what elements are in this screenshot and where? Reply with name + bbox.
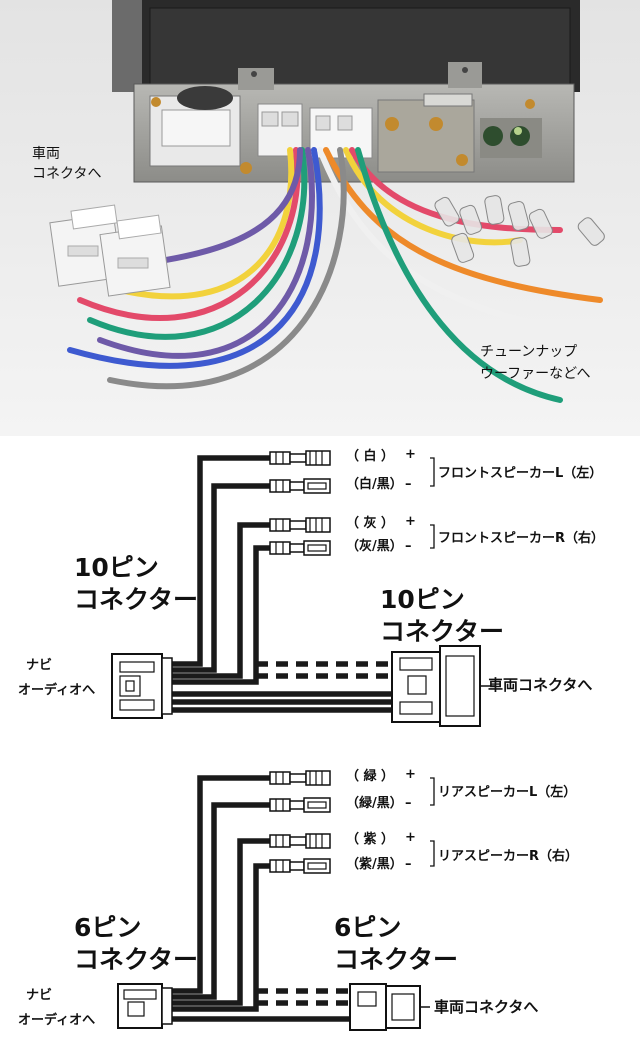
- vehicle-label-6pin: 車両コネクタへ: [434, 998, 538, 1016]
- lead-purple-black-minus-sign: –: [405, 857, 412, 872]
- terminal-white-black-minus: [269, 478, 331, 494]
- right-connector-10pin-line1: 10ピン: [380, 585, 465, 614]
- bracket-rear-l: [430, 777, 435, 806]
- navi-label-10pin-2: オーディオへ: [18, 682, 95, 698]
- wire: [67, 147, 323, 369]
- lead-gray-black-minus-label: （灰/黒）: [346, 538, 403, 554]
- terminal-green-black-minus: [269, 797, 331, 813]
- wire: [117, 147, 295, 300]
- photo-label-vehicle-2: コネクタへ: [32, 166, 101, 182]
- lead-purple-plus-sign: +: [405, 830, 416, 845]
- lead-green-black-minus-label: （緑/黒）: [346, 795, 403, 811]
- spade-terminal: [459, 204, 483, 235]
- bracket-front-r: [430, 524, 435, 549]
- photo-label-tuneup-1: チューンナップ: [480, 344, 577, 360]
- spade-terminal: [484, 195, 505, 225]
- terminal-purple-plus: [269, 833, 331, 849]
- head-unit: [112, 0, 580, 183]
- spade-terminal: [577, 217, 605, 246]
- bracket-rear-r: [430, 840, 435, 867]
- wire: [355, 147, 563, 403]
- vehicle-connector-6pin: [349, 983, 430, 1031]
- right-connector-6pin-line2: コネクター: [334, 945, 458, 974]
- wire: [87, 147, 308, 340]
- harness-6pin: （ 緑 ） + （緑/黒） – （ 紫 ） + （紫/黒） – リアスピーカーL…: [18, 767, 578, 1031]
- lead-green-black-minus-sign: –: [405, 796, 412, 811]
- spade-terminal: [507, 200, 530, 231]
- speaker-front-l-label: フロントスピーカーL（左）: [438, 465, 602, 481]
- left-connector-10pin-line2: コネクター: [74, 585, 198, 614]
- wire: [107, 147, 347, 390]
- left-connector-6pin-line2: コネクター: [74, 945, 198, 974]
- harness-photo: 車両 コネクタへ チューンナップ ウーファーなどへ: [0, 0, 640, 436]
- lead-white-black-minus-label: （白/黒）: [346, 476, 403, 492]
- spade-terminal: [451, 232, 475, 263]
- left-connector-6pin-line1: 6ピン: [74, 913, 141, 942]
- spade-terminal: [434, 196, 460, 227]
- vehicle-side-connectors: [49, 204, 171, 297]
- navi-connector-10pin: [111, 653, 173, 719]
- lead-gray-plus-sign: +: [405, 514, 416, 529]
- spade-terminal: [510, 237, 531, 267]
- lead-green-plus-label: （ 緑 ）: [346, 768, 394, 784]
- lead-gray-plus-label: （ 灰 ）: [346, 515, 394, 531]
- spade-terminals: [434, 195, 605, 267]
- terminal-gray-black-minus: [269, 540, 331, 556]
- left-connector-10pin-line1: 10ピン: [74, 553, 159, 582]
- spade-terminal: [528, 208, 553, 239]
- lead-purple-plus-label: （ 紫 ）: [346, 831, 394, 847]
- wire: [97, 147, 315, 359]
- lead-gray-black-minus-sign: –: [405, 539, 412, 554]
- navi-label-10pin-1: ナビ: [26, 657, 52, 673]
- speaker-front-r-label: フロントスピーカーR（右）: [438, 530, 604, 546]
- lead-purple-black-minus-label: （紫/黒）: [346, 856, 403, 872]
- lead-white-plus-sign: +: [405, 447, 416, 462]
- speaker-rear-r-label: リアスピーカーR（右）: [438, 848, 578, 864]
- navi-label-6pin-1: ナビ: [26, 987, 52, 1003]
- navi-connector-6pin: [117, 983, 173, 1029]
- vehicle-connector-10pin: [391, 645, 496, 727]
- terminal-green-plus: [269, 770, 331, 786]
- lead-green-plus-sign: +: [405, 767, 416, 782]
- right-connector-6pin-line1: 6ピン: [334, 913, 401, 942]
- wiring-diagram: （ 白 ） + （白/黒） – （ 灰 ） + （灰/黒） – フロントスピーカ…: [0, 436, 640, 1035]
- bracket-front-l: [430, 457, 435, 487]
- wire: [77, 147, 301, 321]
- navi-label-6pin-2: オーディオへ: [18, 1012, 95, 1028]
- vehicle-label-10pin: 車両コネクタへ: [488, 676, 592, 694]
- photo-label-vehicle-1: 車両: [32, 145, 60, 162]
- lead-white-plus-label: （ 白 ）: [346, 448, 394, 464]
- lead-white-black-minus-sign: –: [405, 477, 412, 492]
- wire-bundle: [67, 147, 603, 403]
- photo-label-tuneup-2: ウーファーなどへ: [480, 366, 590, 382]
- wire: [343, 147, 523, 246]
- terminal-white-plus: [269, 450, 331, 466]
- speaker-rear-l-label: リアスピーカーL（左）: [438, 784, 576, 800]
- right-connector-10pin-line2: コネクター: [380, 617, 504, 646]
- terminal-purple-black-minus: [269, 858, 331, 874]
- terminal-gray-plus: [269, 517, 331, 533]
- harness-10pin: （ 白 ） + （白/黒） – （ 灰 ） + （灰/黒） – フロントスピーカ…: [18, 447, 604, 727]
